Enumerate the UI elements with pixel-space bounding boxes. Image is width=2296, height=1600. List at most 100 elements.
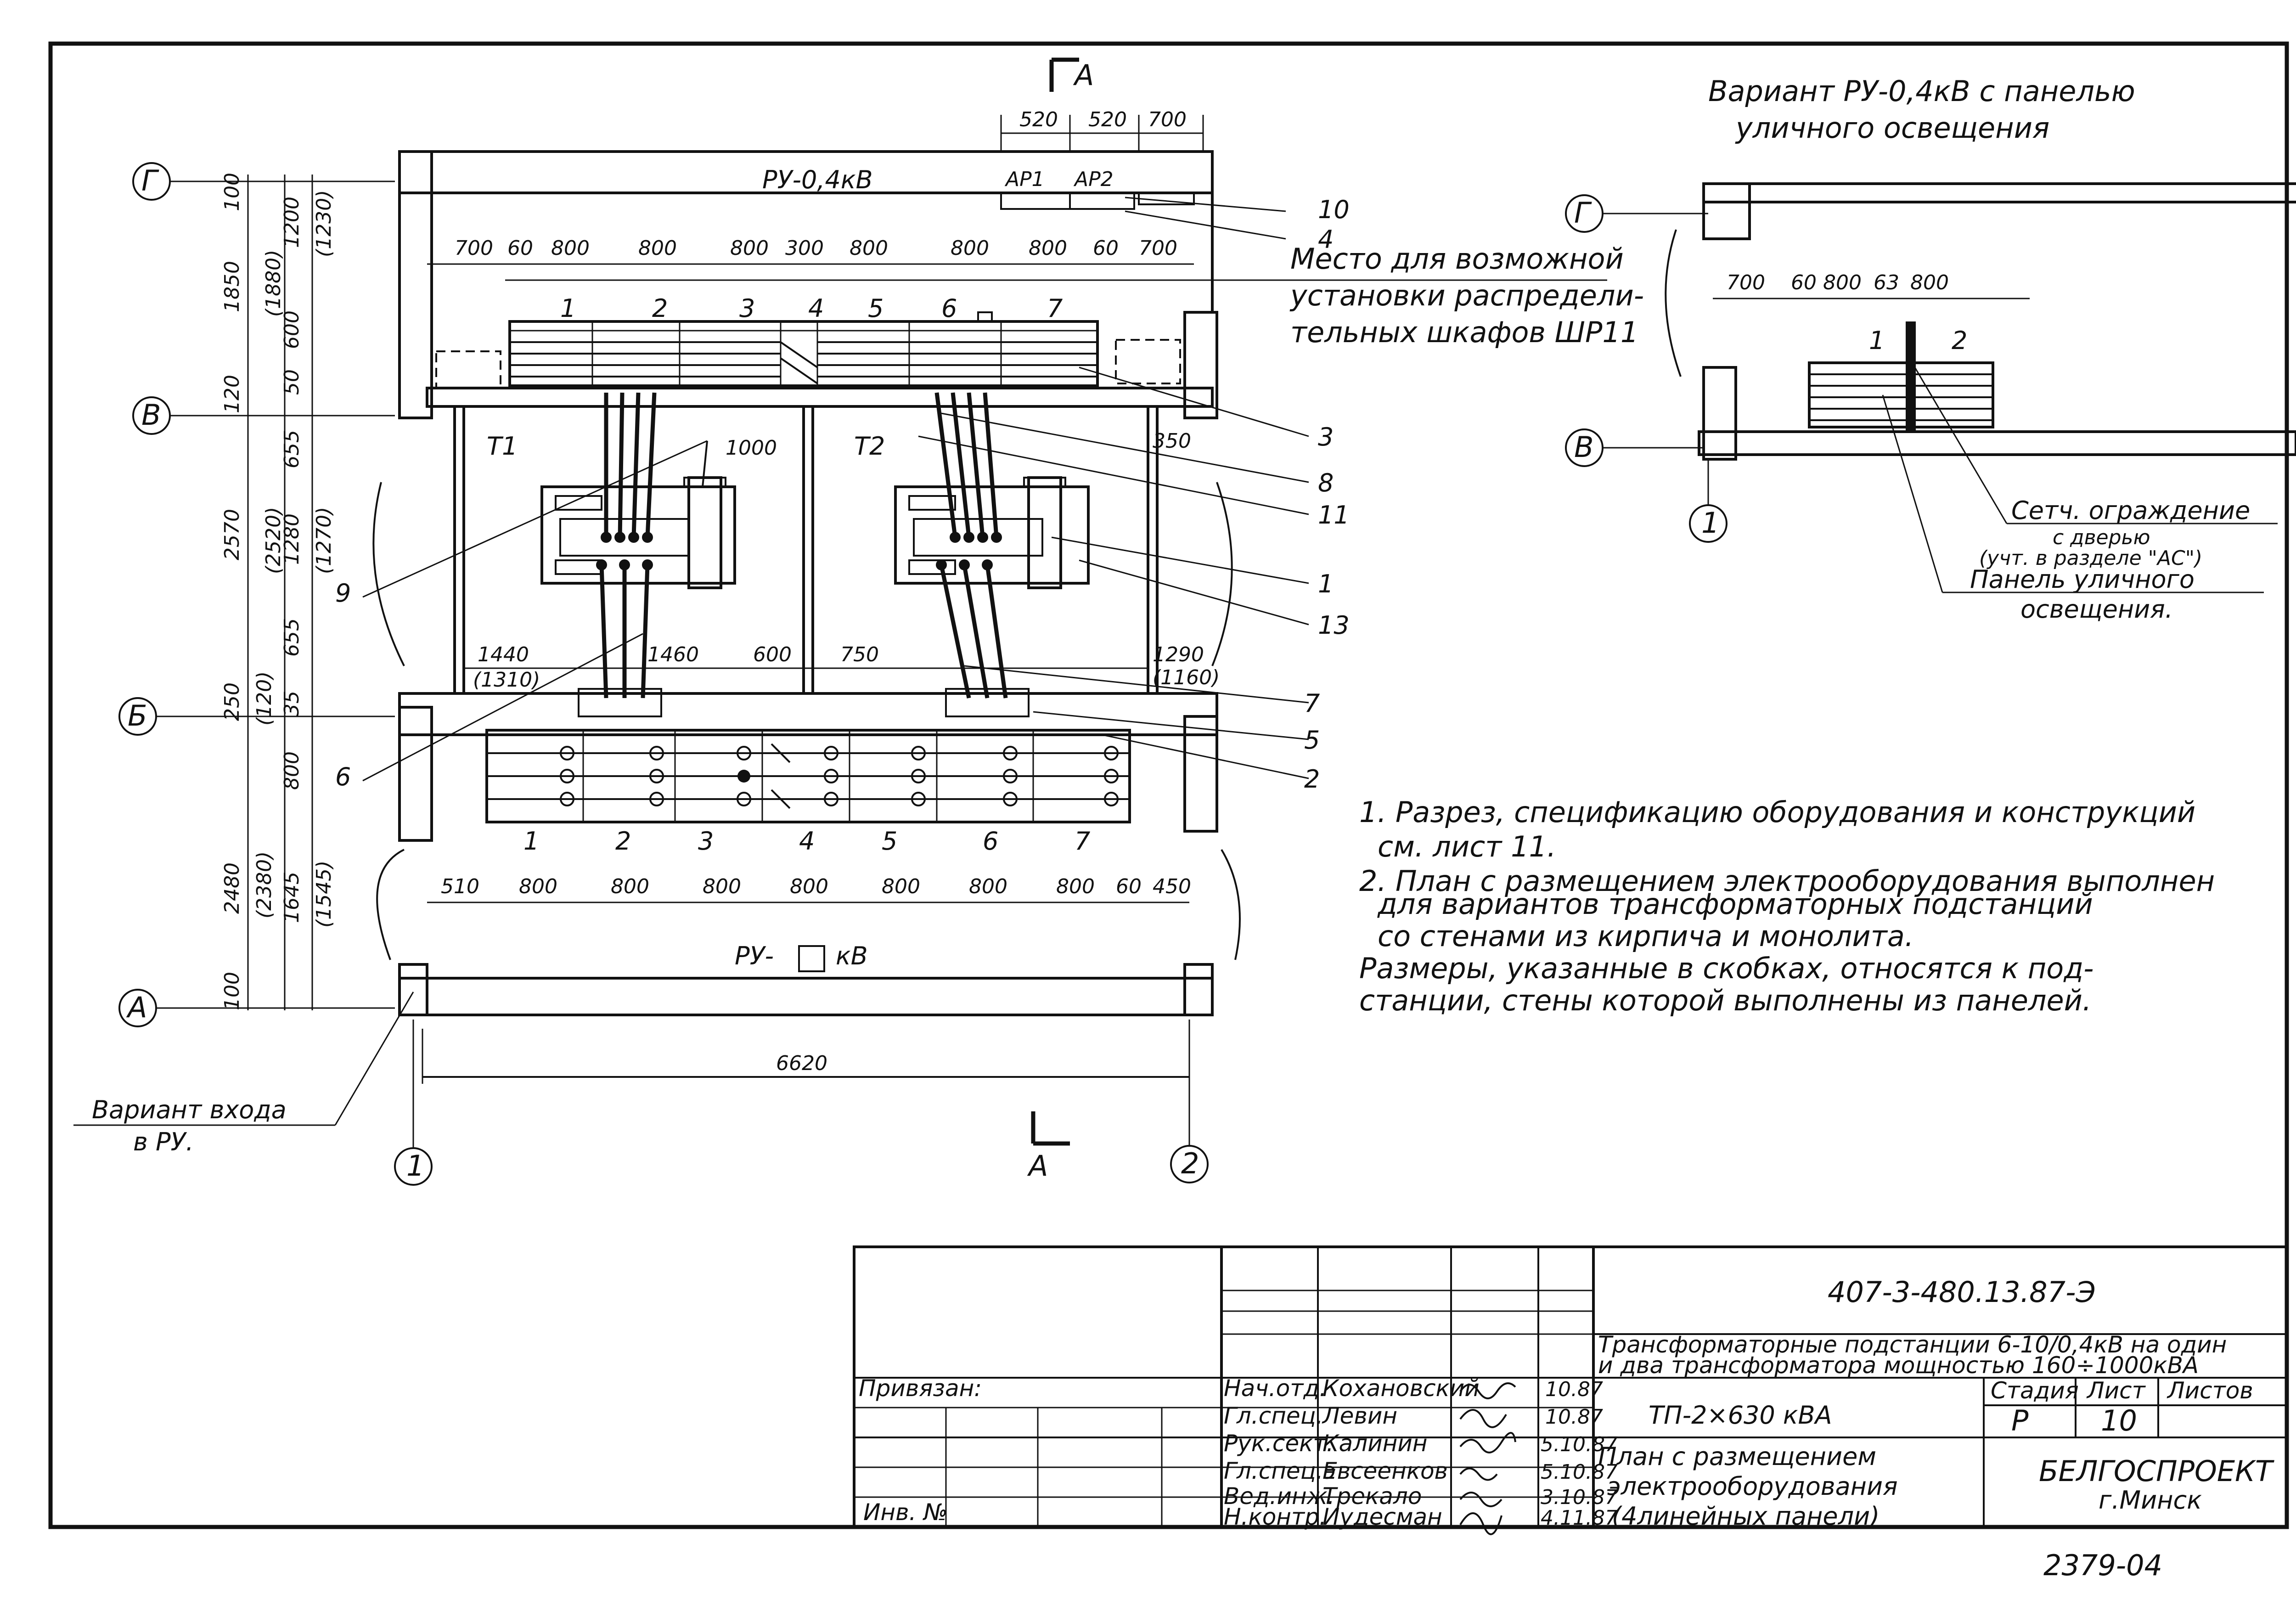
- dim-655a: 655: [280, 430, 304, 468]
- transformer-t1-label: Т1: [487, 432, 518, 461]
- callout-2: 2: [1304, 765, 1320, 794]
- callout-1: 1: [1318, 569, 1334, 598]
- tb-role-2: Рук.сект.: [1224, 1430, 1334, 1457]
- panel-top-3: 3: [739, 294, 755, 323]
- note-3a: Размеры, указанные в скобках, относятся …: [1359, 952, 2093, 985]
- doc-title-line1: Трансформаторные подстанции 6-10/0,4кВ н…: [1598, 1331, 2227, 1358]
- inner-dim-750: 750: [840, 643, 879, 666]
- dim-1850: 1850: [220, 261, 244, 312]
- variant-dim-0: 700: [1727, 271, 1765, 294]
- dim-1230: (1230): [312, 190, 336, 257]
- transformer-t2-label: Т2: [854, 432, 885, 461]
- overall-dim: 6620: [422, 1029, 1190, 1084]
- tb-name-3: Евсеенков: [1322, 1458, 1448, 1484]
- ap1-label: АР1: [1004, 168, 1045, 191]
- axis-a: А: [118, 989, 395, 1027]
- variant-dim-4: 800: [1910, 271, 1949, 294]
- dim-800: 800: [280, 751, 304, 790]
- dim-1545: (1545): [312, 861, 336, 928]
- tb-name-1: Левин: [1322, 1403, 1397, 1429]
- row2-dim-9: 450: [1153, 875, 1191, 898]
- shr11-note-line1: Место для возможной: [1290, 242, 1624, 276]
- wall-bottom: [398, 977, 1214, 1016]
- note-2b: для вариантов трансформаторных подстанци…: [1377, 887, 2093, 921]
- sheet-title-line1: План с размещением: [1598, 1442, 1876, 1471]
- tb-role-3: Гл.спец.э: [1224, 1458, 1336, 1484]
- top-dims: 520 520 700: [1000, 108, 1204, 152]
- variant-note-panel-2: освещения.: [2020, 595, 2173, 624]
- row1-dim-9: 60: [1093, 237, 1119, 260]
- ap2-label: АР2: [1073, 168, 1114, 191]
- row2-dim-0: 510: [441, 875, 479, 898]
- variant-note-fence-2: с дверью: [2053, 526, 2150, 549]
- tb-date-1: 10.87: [1545, 1405, 1603, 1429]
- variant-panel-2: 2: [1952, 326, 1967, 355]
- shr11-note: Место для возможной установки распредели…: [505, 242, 1644, 349]
- axis-v-label: В: [141, 398, 161, 432]
- variant-axis-v-label: В: [1574, 430, 1594, 464]
- callout-8: 8: [1318, 468, 1334, 497]
- wall-right-lower: [1183, 715, 1218, 833]
- sheet-number: 2379-04: [2043, 1549, 2162, 1582]
- row1-dims: 700 60 800 800 800 300 800 800 800 60 70…: [427, 237, 1194, 265]
- variant-detail: Вариант РУ-0,4кВ с панелью уличного осве…: [1565, 74, 2296, 624]
- panel-top-7: 7: [1047, 294, 1063, 323]
- callouts: 10 4 3 8 11 1 13 7 5 2 9 6: [335, 195, 1350, 794]
- row1-dim-4: 800: [730, 237, 769, 260]
- ru-top-label: РУ-0,4кВ: [762, 165, 873, 194]
- dim-100b: 100: [220, 972, 244, 1010]
- entrance-note: Вариант входа в РУ.: [73, 992, 414, 1156]
- dim-2480: 2480: [220, 862, 244, 914]
- axis-a-label: А: [126, 991, 147, 1024]
- panel-numbers-top: 1 2 3 4 5 6 7: [560, 294, 1063, 323]
- ap2-box: [1069, 192, 1135, 210]
- callout-5: 5: [1304, 726, 1320, 755]
- inner-dim-1290: 1290: [1153, 643, 1204, 666]
- tb-name-2: Калинин: [1322, 1430, 1427, 1457]
- ru-bottom-unit: кВ: [836, 941, 868, 970]
- variant-note-fence-1: Сетч. ограждение: [2011, 496, 2250, 525]
- sheets-header: Листов: [2167, 1377, 2253, 1404]
- axis-2: 2: [1170, 1020, 1209, 1183]
- tb-name-5: Иудесман: [1322, 1504, 1442, 1530]
- note-2c: со стенами из кирпича и монолита.: [1378, 919, 1914, 953]
- inner-dim-1460: 1460: [647, 643, 699, 666]
- axis-v: В: [132, 396, 395, 435]
- variant-note-panel-1: Панель уличного: [1970, 565, 2195, 594]
- panel-bottom-7: 7: [1075, 827, 1090, 856]
- dim-1270: (1270): [312, 507, 336, 574]
- top-dim-3: 700: [1148, 108, 1187, 131]
- left-dim-chain: 100 1850 (1880) 1200 (1230) 600 50 120 6…: [220, 173, 336, 1010]
- dim-600: 600: [280, 310, 304, 349]
- axis-1: 1: [394, 1020, 433, 1186]
- callout-4: 4: [1318, 225, 1334, 254]
- doc-title-line2: и два трансформатора мощностью 160÷1000к…: [1598, 1352, 2199, 1379]
- dim-35: 35: [280, 691, 304, 716]
- sheet-header: Лист: [2086, 1377, 2146, 1404]
- signatures: [1459, 1382, 1516, 1535]
- callout-11: 11: [1318, 501, 1350, 530]
- variant-axis-1-label: 1: [1701, 506, 1719, 540]
- variant-note-fence-3: (учт. в разделе "АС"): [1979, 546, 2202, 570]
- org-name: БЕЛГОСПРОЕКТ: [2039, 1454, 2274, 1488]
- dim-2380: (2380): [253, 851, 276, 918]
- panel-bottom-3: 3: [698, 827, 714, 856]
- row1-dim-2: 800: [551, 237, 590, 260]
- panel-top-4: 4: [808, 294, 824, 323]
- stage-value: Р: [2011, 1404, 2029, 1437]
- sheet-value: 10: [2101, 1404, 2137, 1437]
- transformer-t2: [894, 392, 1090, 717]
- variant-title-line1: Вариант РУ-0,4кВ с панелью: [1708, 74, 2135, 108]
- tied-label: Привязан:: [859, 1375, 982, 1402]
- inner-dim-600: 600: [753, 643, 792, 666]
- row2-dim-6: 800: [969, 875, 1007, 898]
- row1-dim-5: 300: [785, 237, 824, 260]
- variant-axis-g-label: Г: [1574, 196, 1592, 230]
- tb-date-0: 10.87: [1545, 1378, 1603, 1401]
- title-block: 407-3-480.13.87-Э Трансформаторные подст…: [853, 1245, 2288, 1535]
- variant-title-line2: уличного освещения: [1735, 111, 2049, 145]
- tb-name-0: Кохановский: [1322, 1375, 1480, 1402]
- section-letter-bottom: А: [1027, 1149, 1048, 1183]
- note-1a: 1. Разрез, спецификацию оборудования и к…: [1359, 795, 2195, 829]
- section-letter-top: А: [1073, 58, 1094, 92]
